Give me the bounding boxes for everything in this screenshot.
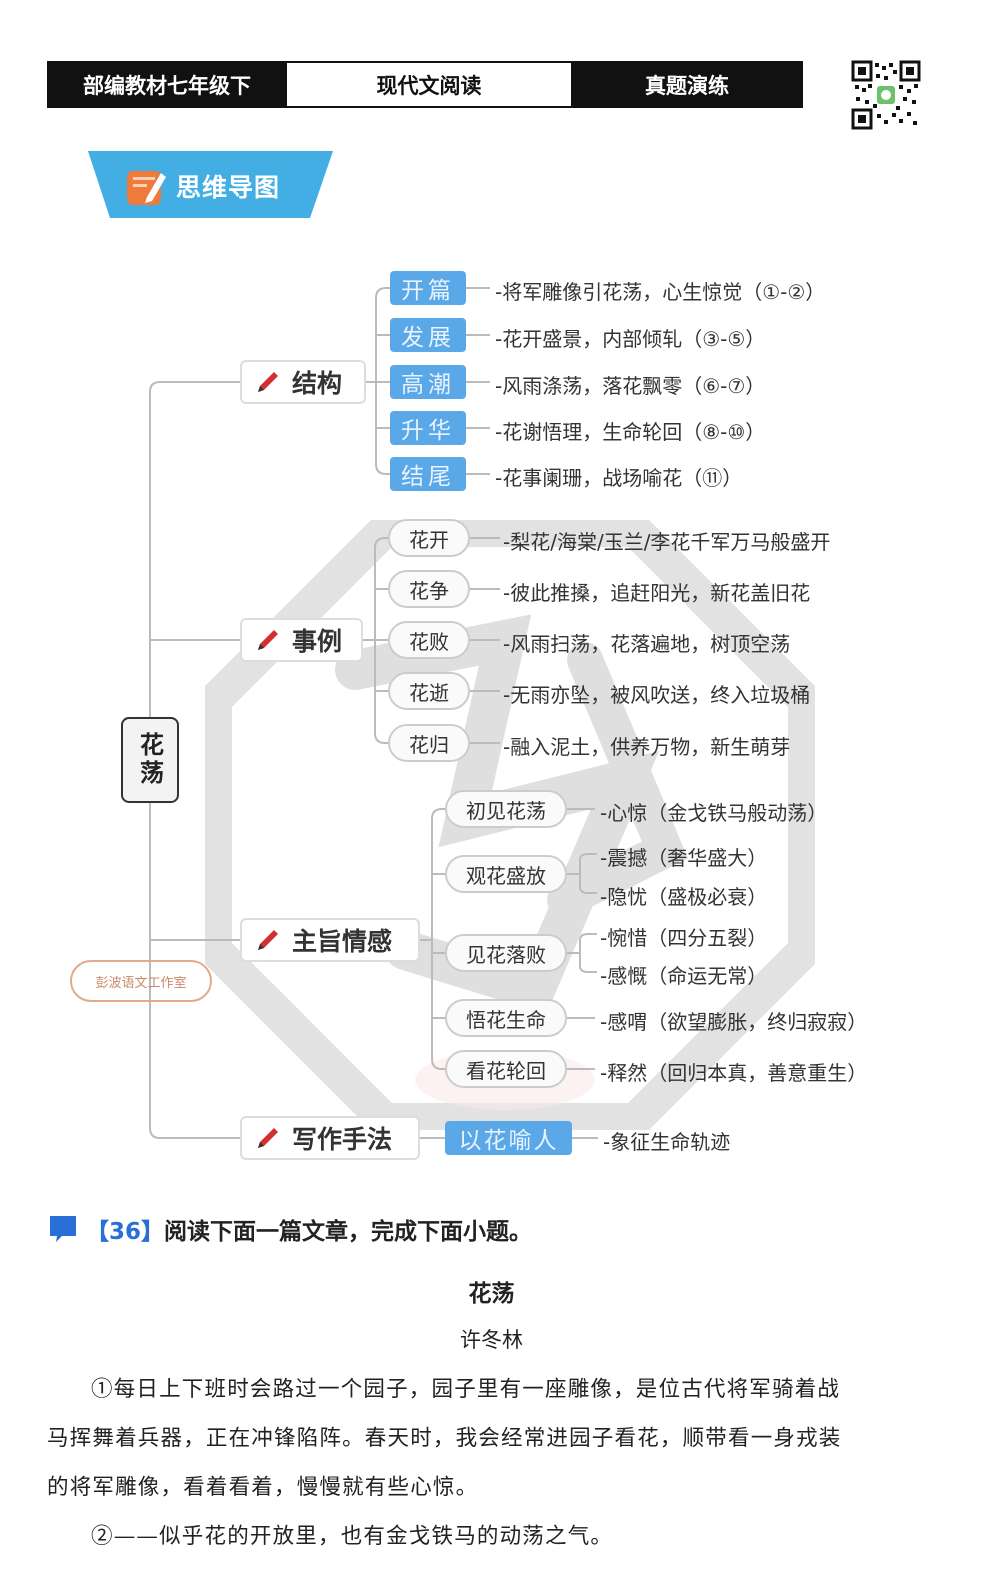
mindmap-connectors (149, 287, 598, 1139)
technique-tag: 以花喻人 (445, 1121, 572, 1155)
theme-tag-3: 悟花生命 (445, 999, 567, 1037)
structure-text-2: -风雨涤荡，落花飘零（⑥-⑦） (495, 374, 766, 398)
event-tag-1: 花争 (388, 570, 470, 608)
article-title: 花荡 (468, 1281, 515, 1307)
header-practice: 真题演练 (573, 63, 801, 106)
theme-text-1-1: -隐忧（盛极必衰） (600, 885, 768, 909)
paragraph-1-line-3: 的将军雕像，看着看着，慢慢就有些心惊。 (47, 1475, 479, 1500)
question-prompt: 阅读下面一篇文章，完成下面小题。 (164, 1219, 533, 1245)
edit-note-icon (127, 171, 166, 205)
pencil-icon (258, 1128, 278, 1148)
branch-technique-label: 写作手法 (292, 1125, 393, 1154)
event-text-1: -彼此推搡，追赶阳光，新花盖旧花 (503, 581, 811, 605)
theme-tag-0: 初见花荡 (445, 790, 567, 828)
branch-structure: 结构 (240, 360, 366, 404)
branch-theme-label: 主旨情感 (292, 927, 393, 956)
theme-text-4-0: -释然（回归本真，善意重生） (600, 1061, 868, 1085)
theme-text-2-1: -感慨（命运无常） (600, 964, 768, 988)
structure-text-1: -花开盛景，内部倾轧（③-⑤） (495, 327, 766, 351)
branch-events: 事例 (240, 618, 363, 662)
branch-structure-label: 结构 (292, 369, 343, 398)
theme-tag-2: 见花落败 (445, 934, 567, 972)
theme-text-2-0: -惋惜（四分五裂） (600, 926, 768, 950)
pencil-icon (258, 930, 278, 950)
structure-text-4: -花事阑珊，战场喻花（⑪） (495, 466, 743, 490)
structure-tag-4: 结尾 (390, 457, 466, 491)
event-tag-3: 花逝 (388, 672, 470, 710)
event-text-0: -梨花/海棠/玉兰/李花千军万马般盛开 (503, 530, 831, 554)
event-tag-4: 花归 (388, 724, 470, 762)
pencil-icon (258, 630, 278, 650)
event-text-4: -融入泥土，供养万物，新生萌芽 (503, 735, 791, 759)
theme-text-3-0: -感喟（欲望膨胀，终归寂寂） (600, 1010, 868, 1034)
paragraph-1-line-1: ①每日上下班时会路过一个园子，园子里有一座雕像，是位古代将军骑着战 (91, 1377, 841, 1402)
event-text-3: -无雨亦坠，被风吹送，终入垃圾桶 (503, 683, 811, 707)
header-bar: 部编教材七年级下 现代文阅读 真题演练 (47, 61, 803, 108)
question-heading: 【36】 阅读下面一篇文章，完成下面小题。 (48, 1212, 532, 1246)
paragraph-1-line-2: 马挥舞着兵器，正在冲锋陷阵。春天时，我会经常进园子看花，顺带看一身戎装 (47, 1426, 842, 1451)
structure-text-0: -将军雕像引花荡，心生惊觉（①-②） (495, 280, 826, 304)
mindmap-root: 花荡 (121, 717, 179, 803)
mindmap-banner-label: 思维导图 (176, 173, 281, 202)
structure-tag-2: 高潮 (390, 365, 466, 399)
article-author: 许冬林 (460, 1328, 523, 1352)
structure-text-3: -花谢悟理，生命轮回（⑧-⑩） (495, 420, 766, 444)
event-tag-2: 花败 (388, 621, 470, 659)
theme-text-0-0: -心惊（金戈铁马般动荡） (600, 801, 828, 825)
studio-stamp: 彭波语文工作室 (70, 960, 212, 1002)
paragraph-2: ②——似乎花的开放里，也有金戈铁马的动荡之气。 (91, 1524, 614, 1549)
theme-text-1-0: -震撼（奢华盛大） (600, 846, 768, 870)
header-section: 现代文阅读 (285, 63, 573, 106)
theme-tag-1: 观花盛放 (445, 855, 567, 893)
event-tag-0: 花开 (388, 519, 470, 557)
pencil-icon (258, 372, 278, 392)
chat-bubble-icon (50, 1216, 76, 1242)
technique-text: -象征生命轨迹 (603, 1130, 731, 1154)
branch-technique: 写作手法 (240, 1116, 420, 1160)
event-text-2: -风雨扫荡，花落遍地，树顶空荡 (503, 632, 791, 656)
header-grade: 部编教材七年级下 (49, 63, 285, 106)
question-number: 【36】 (86, 1219, 165, 1245)
branch-events-label: 事例 (292, 627, 343, 656)
theme-tag-4: 看花轮回 (445, 1050, 567, 1088)
structure-tag-1: 发展 (390, 318, 466, 352)
structure-tag-0: 开篇 (390, 271, 466, 305)
qr-code-icon[interactable] (851, 60, 921, 130)
structure-tag-3: 升华 (390, 411, 466, 445)
branch-theme: 主旨情感 (240, 918, 420, 962)
